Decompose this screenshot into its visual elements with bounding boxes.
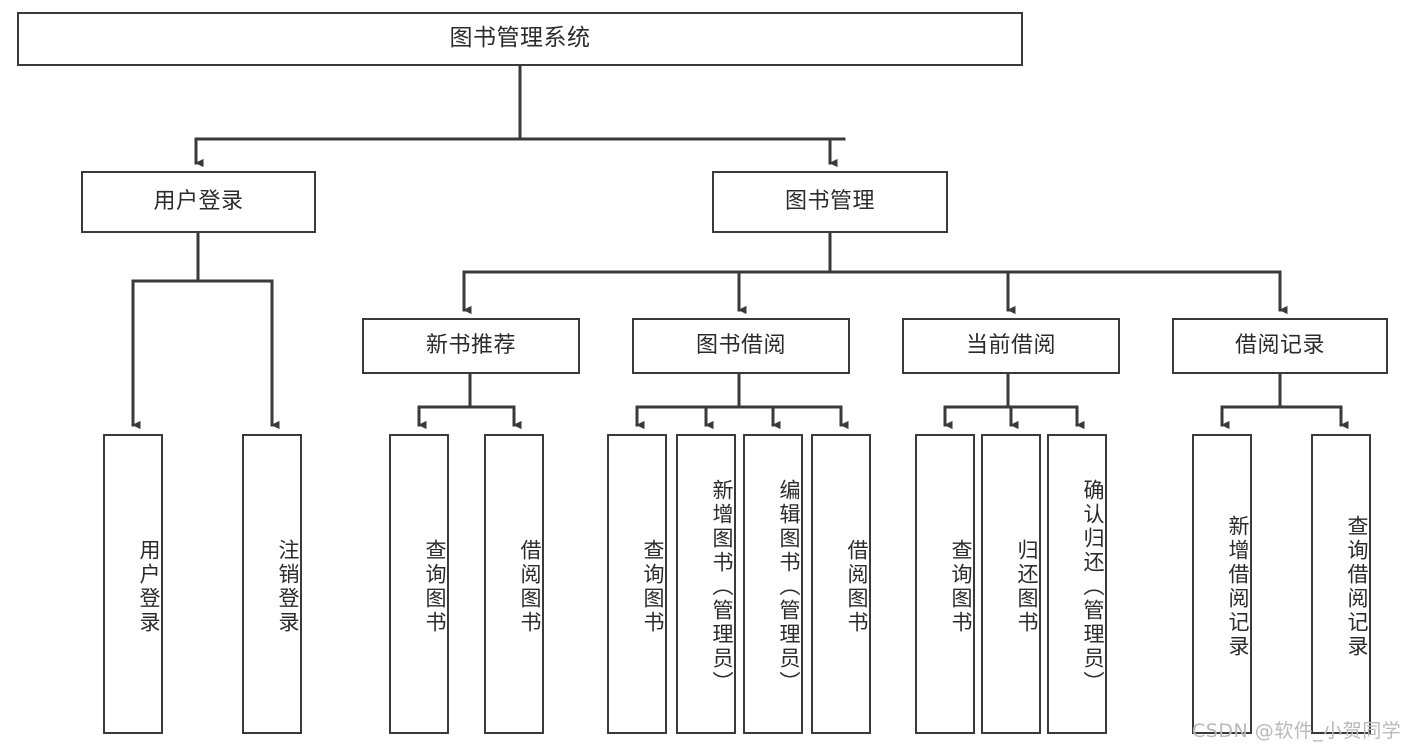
node-user-login[interactable]: 用户登录	[81, 171, 316, 233]
node-book-management-label: 图书管理	[784, 189, 875, 215]
node-root-label: 图书管理系统	[449, 25, 591, 52]
leaf-user-login-login[interactable]: 用户登录	[103, 434, 163, 734]
leaf-book-borrow-borrow-book[interactable]: 借阅图书	[811, 434, 871, 734]
leaf-current-borrow-confirm-return-admin[interactable]: 确认归还（管理员）	[1047, 434, 1107, 734]
node-current-borrow-label: 当前借阅	[965, 333, 1056, 359]
node-book-management[interactable]: 图书管理	[712, 171, 948, 233]
leaf-borrow-record-query-record[interactable]: 查询借阅记录	[1311, 434, 1371, 734]
leaf-user-login-logout[interactable]: 注销登录	[242, 434, 302, 734]
leaf-new-book-query-book[interactable]: 查询图书	[389, 434, 449, 734]
node-current-borrow[interactable]: 当前借阅	[902, 318, 1120, 374]
leaf-label: 借阅图书	[845, 539, 869, 635]
leaf-label: 查询图书	[641, 539, 665, 635]
leaf-label: 新增图书（管理员）	[710, 479, 734, 695]
leaf-label: 注销登录	[276, 539, 300, 635]
leaf-label: 新增借阅记录	[1226, 515, 1250, 659]
leaf-book-borrow-add-book-admin[interactable]: 新增图书（管理员）	[676, 434, 736, 734]
node-new-book-recommend-label: 新书推荐	[425, 333, 516, 359]
leaf-label: 借阅图书	[518, 539, 542, 635]
node-user-login-label: 用户登录	[153, 189, 244, 215]
leaf-label: 编辑图书（管理员）	[777, 479, 801, 695]
leaf-label: 查询图书	[423, 539, 447, 635]
node-new-book-recommend[interactable]: 新书推荐	[362, 318, 580, 374]
leaf-label: 查询借阅记录	[1345, 515, 1369, 659]
node-book-borrow[interactable]: 图书借阅	[632, 318, 850, 374]
leaf-book-borrow-query-book[interactable]: 查询图书	[607, 434, 667, 734]
leaf-current-borrow-query-book[interactable]: 查询图书	[915, 434, 975, 734]
node-borrow-record[interactable]: 借阅记录	[1172, 318, 1388, 374]
leaf-label: 确认归还（管理员）	[1081, 479, 1105, 695]
node-borrow-record-label: 借阅记录	[1234, 333, 1325, 359]
leaf-borrow-record-add-record[interactable]: 新增借阅记录	[1192, 434, 1252, 734]
leaf-book-borrow-edit-book-admin[interactable]: 编辑图书（管理员）	[743, 434, 803, 734]
leaf-new-book-borrow-book[interactable]: 借阅图书	[484, 434, 544, 734]
node-book-borrow-label: 图书借阅	[695, 333, 786, 359]
leaf-label: 查询图书	[949, 539, 973, 635]
csdn-watermark: CSDN @软件_小贺同学	[1192, 720, 1402, 742]
leaf-label: 归还图书	[1015, 539, 1039, 635]
leaf-label: 用户登录	[137, 539, 161, 635]
node-root-book-management-system[interactable]: 图书管理系统	[17, 12, 1023, 66]
leaf-current-borrow-return-book[interactable]: 归还图书	[981, 434, 1041, 734]
